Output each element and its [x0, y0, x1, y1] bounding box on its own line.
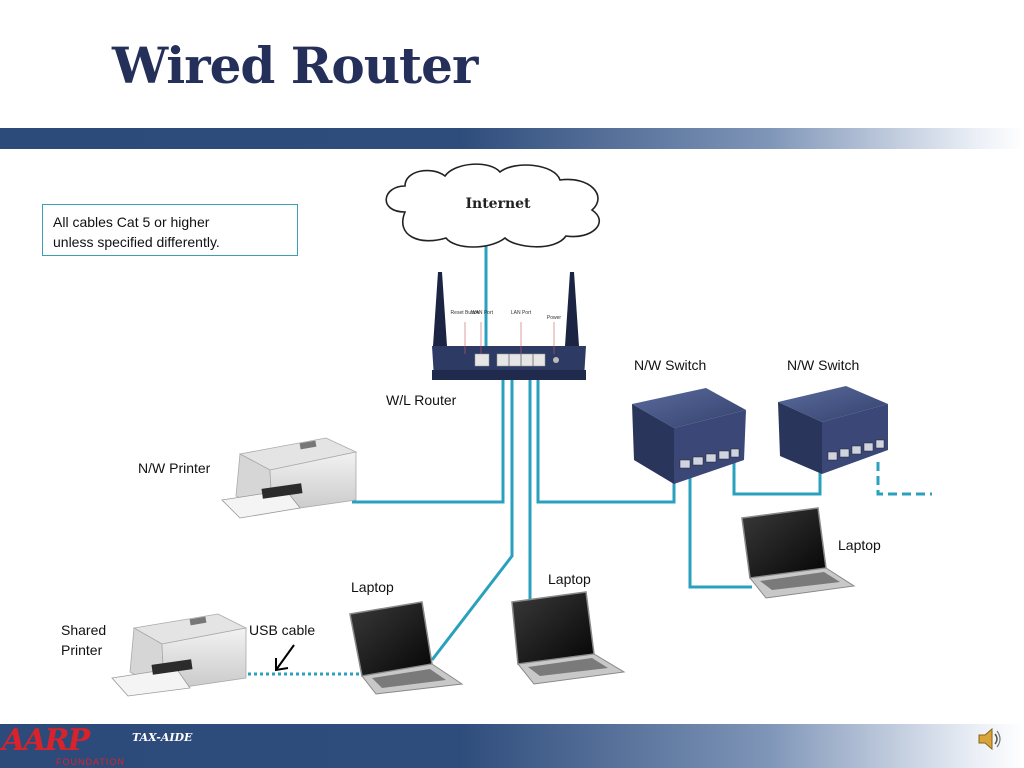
laptop-right-icon	[741, 507, 856, 599]
cable-switch1-laptop-right	[688, 470, 752, 589]
cable-router-laptop-left	[430, 368, 514, 661]
laptop-right-label: Laptop	[838, 537, 881, 553]
aarp-logo: AARP	[2, 723, 90, 758]
network-cables	[352, 236, 932, 661]
shared-printer-label-line-1: Shared	[61, 622, 107, 638]
laptop-center-label: Laptop	[548, 571, 591, 587]
page-title: Wired Router	[112, 36, 478, 95]
aarp-logo-sub: FOUNDATION	[56, 757, 125, 767]
router-power-label: Power	[547, 315, 562, 321]
internet-label: Internet	[465, 196, 531, 212]
cable-switch2-extension	[876, 462, 932, 496]
internet-cloud: Internet	[385, 163, 600, 248]
router-label: W/L Router	[386, 392, 457, 408]
footer-band	[0, 724, 1024, 768]
cable-router-switch1	[536, 368, 676, 504]
switch-1-icon	[632, 388, 746, 484]
nw-printer-icon	[221, 437, 358, 519]
speaker-icon[interactable]	[976, 726, 1002, 752]
cable-note-line-2: unless specified differently.	[53, 234, 220, 250]
router-reset-label: Reset Button	[451, 310, 480, 316]
title-divider-band	[0, 128, 1024, 149]
cable-router-printer	[352, 368, 505, 504]
laptop-left-label: Laptop	[351, 579, 394, 595]
router-lan-label: LAN Port	[511, 310, 532, 316]
shared-printer-label-line-2: Printer	[61, 642, 103, 658]
nw-printer-label: N/W Printer	[138, 460, 211, 476]
laptop-left-icon	[349, 601, 464, 695]
usb-cable-label: USB cable	[249, 622, 316, 638]
laptop-center-icon	[511, 591, 626, 685]
cable-note-line-1: All cables Cat 5 or higher	[53, 214, 210, 230]
switch-2-label: N/W Switch	[787, 357, 860, 373]
switch-2-icon	[778, 386, 888, 474]
switch-1-label: N/W Switch	[634, 357, 707, 373]
router-wan-label: WAN Port	[471, 310, 494, 316]
shared-printer-icon	[111, 613, 248, 697]
usb-arrow	[275, 644, 295, 672]
router-icon: Reset Button WAN Port LAN Port Power	[432, 272, 586, 380]
cable-switch1-switch2	[732, 460, 822, 496]
cable-note-box: All cables Cat 5 or higher unless specif…	[42, 204, 298, 256]
program-name: TAX-AIDE	[132, 731, 193, 744]
